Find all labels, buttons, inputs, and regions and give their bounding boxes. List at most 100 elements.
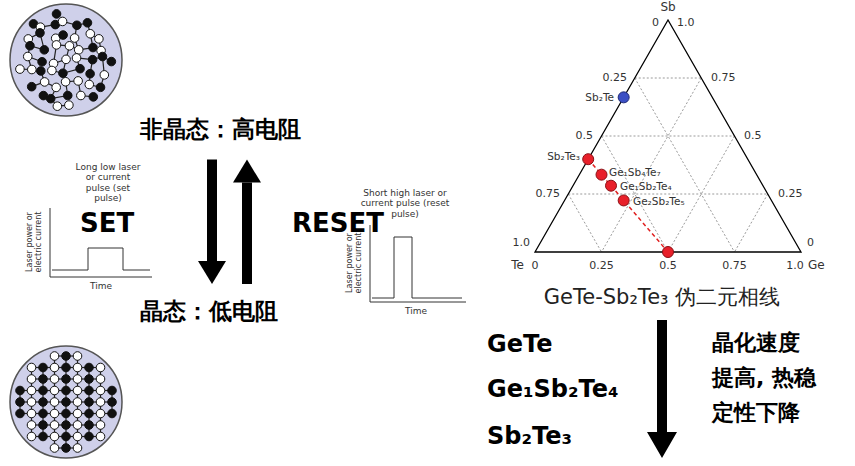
axis-label: Laser power or electric current (25, 207, 43, 277)
composition-dot (596, 169, 607, 180)
figure-caption-box: GeTe-Sb₂Te₃ 伪二元相线 (544, 285, 780, 309)
compound-list-item: GeTe (487, 331, 552, 359)
atom (27, 421, 36, 430)
grid-line (668, 136, 735, 252)
atom (62, 421, 71, 430)
atom (50, 444, 59, 453)
atom (62, 352, 71, 361)
compound-label: Ge₁Sb₄Te₇ (609, 166, 661, 178)
atom (52, 41, 61, 50)
atom (39, 409, 48, 418)
atom (70, 34, 79, 43)
tick-label: 0 (652, 17, 659, 30)
grid-line (568, 194, 601, 252)
vertex-label-box: Te (511, 259, 524, 273)
trend-arrow (647, 320, 677, 458)
atom (73, 386, 82, 395)
grid-line (602, 136, 669, 252)
atom (74, 46, 83, 55)
compound-label-box: Ge₁Sb₂Te₄ (620, 180, 672, 192)
grid-line (568, 194, 768, 195)
atom (85, 386, 94, 395)
tick-label: 1.0 (677, 17, 695, 30)
tick-label: 0.75 (536, 188, 561, 201)
composition-dot (618, 195, 629, 206)
axis-label-box: Laser power or electric current (25, 207, 43, 277)
atom (98, 52, 107, 61)
atom (50, 409, 59, 418)
transition-label-box: RESET (292, 209, 384, 238)
ternary-diagram (535, 20, 801, 258)
tick-label: 0.25 (778, 188, 803, 201)
trend-note-box: 晶化速度 提高, 热稳 定性下降 (712, 325, 844, 430)
grid-line (635, 78, 702, 79)
tick-label-box: 0 (652, 17, 659, 30)
atom (108, 386, 117, 395)
axis-label: Time (405, 306, 427, 316)
atom (72, 54, 81, 63)
atom (108, 398, 117, 407)
atom (73, 421, 82, 430)
composition-dot (583, 154, 594, 165)
tick-label-box: 0.5 (576, 130, 594, 143)
atom (52, 83, 61, 92)
atom (46, 94, 55, 103)
state-node: 晶态：低电阻 (8, 298, 282, 460)
atom (16, 409, 25, 418)
transition-arrow (207, 160, 217, 261)
atom (96, 409, 105, 418)
state-label-box: 非晶态：高电阻 (140, 116, 301, 144)
atom (76, 64, 85, 73)
atom (100, 71, 109, 80)
tick-label: 0.25 (603, 72, 628, 85)
atom (27, 375, 36, 384)
atom (95, 35, 104, 44)
atom (73, 444, 82, 453)
sample-disc (10, 4, 122, 116)
atom (27, 82, 36, 91)
ternary-triangle (535, 20, 801, 252)
atom (27, 398, 36, 407)
atom (62, 398, 71, 407)
compound-label: Ge₂Sb₂Te₅ (633, 195, 685, 207)
axis-label-box: Time (405, 306, 427, 316)
tick-label: 0 (532, 260, 539, 273)
atom (39, 421, 48, 430)
sample-disc (10, 346, 122, 458)
tick-label-box: 0.25 (778, 188, 803, 201)
atom (59, 69, 68, 78)
atom (50, 352, 59, 361)
transition-label: SET (80, 209, 134, 238)
pulse-trace (52, 248, 150, 270)
atom (36, 29, 45, 38)
tick-label: 1.0 (786, 260, 804, 273)
atom (40, 78, 49, 87)
atom (65, 42, 74, 51)
atom (38, 57, 47, 66)
atom (50, 375, 59, 384)
vertex-label: Ge (808, 259, 825, 273)
atom (107, 57, 116, 66)
tick-label-box: 0.75 (722, 260, 747, 273)
tick-label-box: 0.25 (589, 260, 614, 273)
tick-label-box: 0.5 (744, 130, 762, 143)
transition-label: RESET (292, 209, 384, 238)
tick-label-box: 1.0 (677, 17, 695, 30)
atom (27, 409, 36, 418)
atom (83, 19, 92, 28)
vertex-label-box: Sb (660, 1, 675, 15)
atom (73, 21, 82, 30)
atom (73, 363, 82, 372)
atom (27, 363, 36, 372)
compound-label-box: Sb₂Te (585, 91, 614, 103)
atom (62, 444, 71, 453)
state-label: 晶态：低电阻 (140, 298, 278, 326)
atom (16, 398, 25, 407)
vertex-label: Sb (660, 1, 675, 15)
atom (50, 421, 59, 430)
atom (40, 46, 49, 55)
amorphous-structure (8, 2, 124, 118)
grid-line (602, 136, 735, 137)
atom (89, 43, 98, 52)
state-label: 非晶态：高电阻 (140, 116, 301, 144)
